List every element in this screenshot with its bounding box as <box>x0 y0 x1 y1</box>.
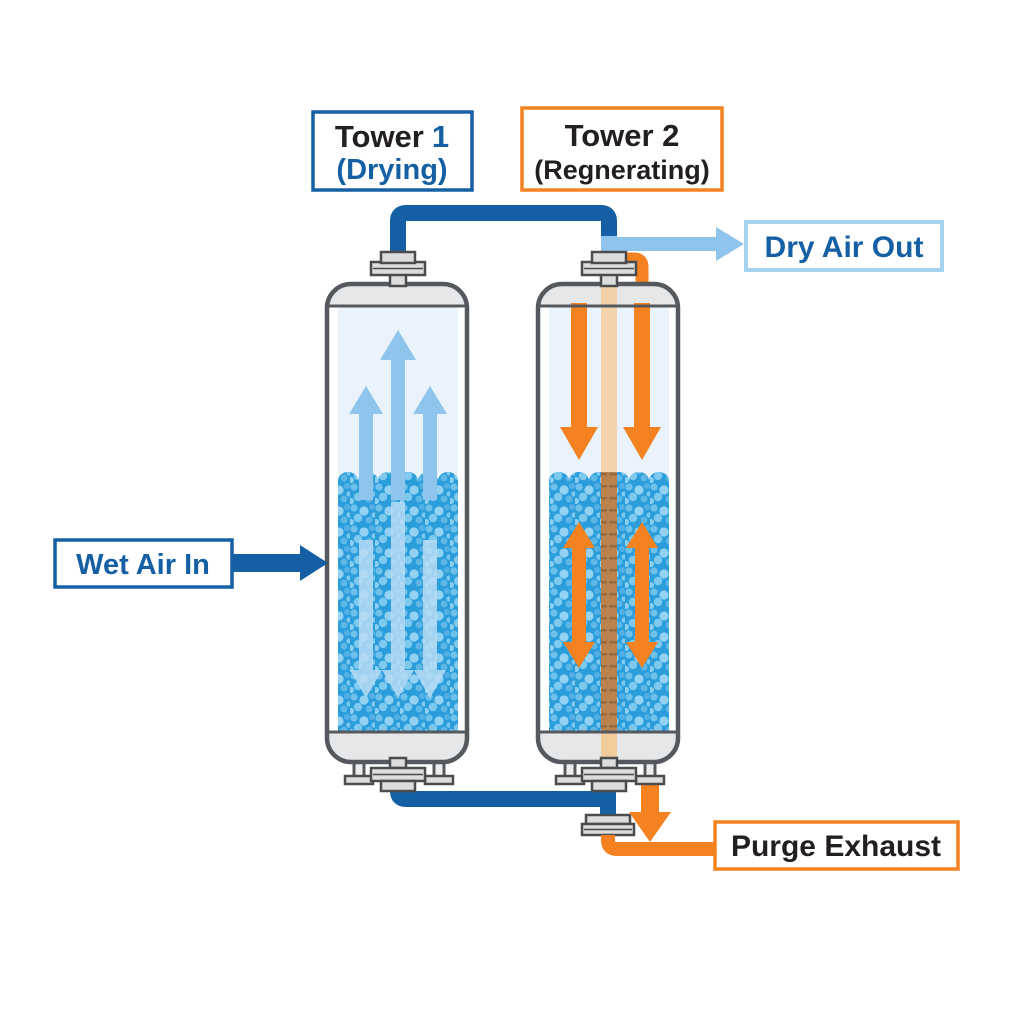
tower2-left-foot <box>554 774 586 786</box>
dry-air-out-arrow <box>609 227 744 261</box>
purge-exhaust-label: Purge Exhaust <box>731 830 941 863</box>
tower1-right-foot <box>423 774 455 786</box>
tower2-bottom-fitting <box>580 756 638 793</box>
tower1-bottom-fitting <box>369 756 427 793</box>
crossover-pipe-top <box>390 205 617 258</box>
tower2-center-pipe <box>601 284 617 759</box>
tower1-bed-arrows <box>350 502 446 698</box>
tower2-top-fitting <box>580 250 638 288</box>
purge-exhaust-pipe <box>601 835 716 856</box>
tower1-upflow-arrows <box>349 330 447 500</box>
dry-air-out-box: Dry Air Out <box>744 220 944 272</box>
wet-air-in-label: Wet Air In <box>76 549 210 581</box>
tower2-label-box: Tower 2 (Regnerating) <box>520 106 724 192</box>
bottom-piping <box>390 781 716 856</box>
tower1-top-dome <box>327 284 467 306</box>
tower2-state-label: (Regnerating) <box>534 155 710 185</box>
tower2-vessel <box>535 250 681 793</box>
tower1-left-foot <box>343 774 375 786</box>
dry-air-out-label: Dry Air Out <box>765 231 924 264</box>
tower2-right-foot <box>634 774 666 786</box>
purge-exhaust-box: Purge Exhaust <box>713 820 960 871</box>
crossover-pipe-bottom <box>390 783 616 818</box>
bottom-flange <box>580 813 636 837</box>
tower2-downflow-arrows <box>560 303 661 460</box>
purge-down-arrow <box>629 784 671 842</box>
wet-air-in-arrow <box>232 545 328 581</box>
wet-air-in-box: Wet Air In <box>53 538 328 589</box>
tower2-bed-arrows <box>563 522 658 668</box>
tower2-label: Tower 2 <box>565 118 680 153</box>
tower1-state-label: (Drying) <box>336 154 447 186</box>
tower1-top-fitting <box>369 250 427 288</box>
tower1-vessel <box>324 250 470 793</box>
purge-inlet-pipe <box>624 252 649 320</box>
